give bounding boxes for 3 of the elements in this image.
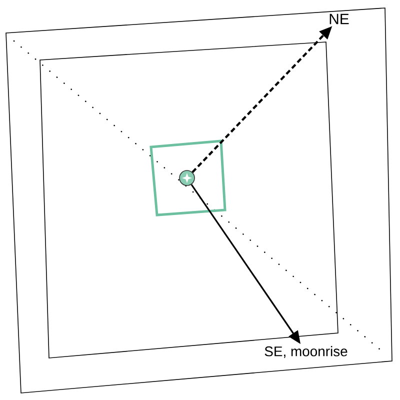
direction-label: NE xyxy=(328,12,350,26)
observer-marker xyxy=(179,170,195,186)
direction-label: SE, moonrise xyxy=(263,345,349,359)
